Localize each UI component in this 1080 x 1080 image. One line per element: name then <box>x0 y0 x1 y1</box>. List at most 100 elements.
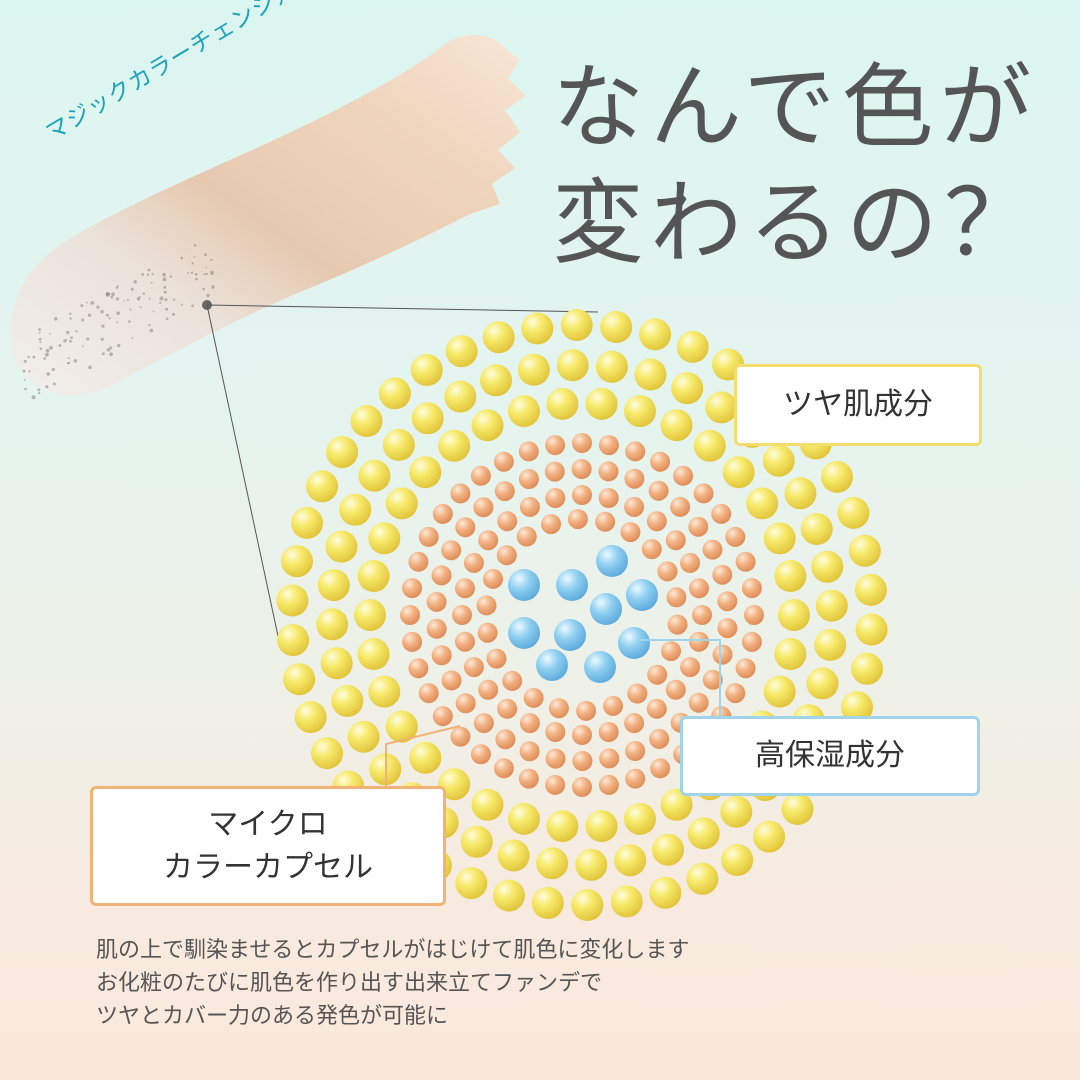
gloss-particle <box>410 354 443 386</box>
gloss-particle <box>471 409 504 442</box>
capsule-particle <box>680 657 701 678</box>
capsule-particle <box>483 568 503 589</box>
capsule-particle <box>418 683 439 704</box>
gloss-particle <box>671 372 704 405</box>
gloss-particle <box>438 768 471 801</box>
gloss-particle <box>851 652 883 685</box>
capsule-particle <box>431 645 452 666</box>
gloss-particle <box>855 613 888 646</box>
capsule-particle <box>572 751 593 771</box>
gloss-particle <box>614 844 647 877</box>
gloss-particle <box>531 887 564 919</box>
capsule-particle <box>455 631 475 652</box>
gloss-particle <box>521 312 554 345</box>
capsule-particle <box>426 618 447 639</box>
gloss-particle <box>350 405 383 437</box>
capsule-particle <box>548 698 569 719</box>
gloss-particle <box>382 428 415 461</box>
capsule-particle <box>470 465 491 486</box>
micro-color-capsule-label: マイクロ カラーカプセル <box>90 786 446 906</box>
capsule-particle <box>712 564 733 585</box>
gloss-particle <box>652 833 684 866</box>
capsule-particle <box>545 435 566 456</box>
gloss-particle <box>438 429 471 462</box>
gloss-particle <box>368 522 401 555</box>
capsule-particle <box>620 522 641 543</box>
gloss-particle <box>848 534 881 567</box>
capsule-particle <box>649 728 670 749</box>
capsule-particle <box>717 618 738 639</box>
capsule-particle <box>519 713 540 734</box>
gloss-particle <box>774 560 807 592</box>
capsule-particle <box>497 698 518 719</box>
gloss-particle <box>331 685 364 717</box>
capsule-particle <box>711 503 732 524</box>
gloss-particle <box>517 353 550 386</box>
gloss-particle <box>660 788 693 821</box>
gloss-particle <box>811 550 844 583</box>
capsule-particle <box>702 539 723 560</box>
capsule-particle <box>689 578 709 599</box>
gloss-particle <box>378 377 411 410</box>
gloss-particle <box>821 460 853 493</box>
capsule-particle-group <box>400 433 764 797</box>
gloss-particle <box>497 839 530 872</box>
gloss-particle <box>784 477 817 510</box>
moisture-particle <box>626 579 658 611</box>
capsule-particle <box>572 433 592 453</box>
capsule-particle <box>648 480 669 501</box>
capsule-particle <box>494 481 515 502</box>
capsule-particle <box>473 713 494 734</box>
gloss-particle <box>610 885 643 918</box>
capsule-label-line-2: カラーカプセル <box>163 850 373 885</box>
capsule-particle <box>667 614 688 635</box>
capsule-particle <box>693 483 714 504</box>
gloss-particle <box>311 737 343 770</box>
moisture-particle <box>590 593 622 625</box>
description-caption: 肌の上で馴染ませるとカプセルがはじけて肌色に変化します お化粧のたびに肌色を作り… <box>96 934 689 1033</box>
gloss-particle <box>358 459 391 492</box>
capsule-particle <box>452 605 472 625</box>
capsule-particle <box>624 496 645 517</box>
gloss-particle <box>763 675 796 708</box>
gloss-particle <box>649 876 682 909</box>
capsule-particle <box>493 758 514 779</box>
gloss-ingredient-text: ツヤ肌成分 <box>783 387 933 423</box>
moisture-particle <box>536 649 568 681</box>
capsule-particle <box>598 488 619 508</box>
gloss-particle <box>556 349 589 382</box>
capsule-particle <box>624 713 645 734</box>
capsule-particle <box>650 758 671 779</box>
gloss-particle <box>409 456 442 489</box>
gloss-particle <box>837 496 870 529</box>
gloss-particle <box>600 311 633 343</box>
gloss-particle <box>294 701 327 734</box>
gloss-particle <box>854 573 887 606</box>
capsule-particle <box>572 777 592 797</box>
gloss-ingredient-label: ツヤ肌成分 <box>734 364 982 446</box>
gloss-particle <box>560 309 593 341</box>
moisture-particle <box>556 569 588 601</box>
capsule-particle <box>545 774 566 795</box>
capsule-particle <box>702 669 723 690</box>
gloss-particle <box>368 675 401 708</box>
capsule-particle <box>545 748 566 769</box>
capsule-particle <box>603 695 623 716</box>
capsule-particle <box>576 700 597 721</box>
capsule-connector-line <box>385 725 461 788</box>
gloss-particle <box>546 810 579 843</box>
gloss-particle <box>841 691 873 724</box>
capsule-particle <box>455 693 476 714</box>
gloss-particle <box>291 506 323 539</box>
capsule-particle <box>431 565 452 586</box>
gloss-particle <box>317 569 350 602</box>
swatch-speckles <box>22 244 215 400</box>
capsule-particle <box>518 768 539 789</box>
gloss-particle <box>306 470 339 503</box>
gloss-particle <box>354 599 386 631</box>
capsule-particle <box>665 679 686 700</box>
capsule-particle <box>598 722 619 742</box>
capsule-particle <box>523 687 544 708</box>
